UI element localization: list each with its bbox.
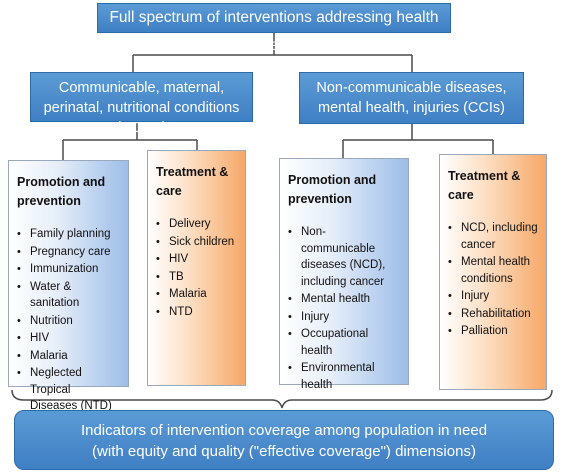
list-item: Injury <box>448 288 538 305</box>
list-item: Sick children <box>156 234 237 251</box>
list-item: Pregnancy care <box>17 244 120 261</box>
list-item: Malaria <box>17 348 120 365</box>
intervention-list: Family planning Pregnancy care Immunizat… <box>17 226 120 415</box>
list-item: Occupational health <box>288 326 400 359</box>
column-heading: Promotion and prevention <box>288 173 377 206</box>
list-item: Injury <box>288 309 400 326</box>
list-item: Nutrition <box>17 313 120 330</box>
cci-promotion-column: Promotion and prevention Non-communicabl… <box>279 158 409 391</box>
mdg-group-title: Communicable, maternal, perinatal, nutri… <box>43 80 240 136</box>
list-item: Neglected Tropical Diseases (NTD) <box>17 365 120 415</box>
list-item: NCD, including cancer <box>448 220 538 253</box>
list-item: Family planning <box>17 226 120 243</box>
list-item: Delivery <box>156 216 237 233</box>
list-item: Mental health conditions <box>448 254 538 287</box>
top-title-box: Full spectrum of interventions addressin… <box>97 3 451 54</box>
coverage-indicators-box: Indicators of intervention coverage amon… <box>14 410 554 470</box>
intervention-list: Non-communicable diseases (NCD), includi… <box>288 224 400 393</box>
cci-treatment-column: Treatment & care NCD, including cancer M… <box>439 154 547 390</box>
list-item: Palliation <box>448 323 538 340</box>
mdg-treatment-column: Treatment & care Delivery Sick children … <box>147 150 246 386</box>
list-item: Non-communicable diseases (NCD), includi… <box>288 224 400 290</box>
list-item: Environmental health <box>288 360 400 393</box>
intervention-list: NCD, including cancer Mental health cond… <box>448 220 538 340</box>
cci-group-box: Non-communicable diseases, mental health… <box>299 72 524 124</box>
cci-group-title: Non-communicable diseases, mental health… <box>316 80 507 116</box>
list-item: Mental health <box>288 291 400 308</box>
column-heading: Treatment & care <box>448 169 521 202</box>
list-item: TB <box>156 269 237 286</box>
coverage-line-2: (with equity and quality ("effective cov… <box>92 443 476 460</box>
list-item: Rehabilitation <box>448 306 538 323</box>
column-heading: Promotion and prevention <box>17 175 106 208</box>
mdg-promotion-column: Promotion and prevention Family planning… <box>8 160 129 412</box>
list-item: Water & sanitation <box>17 279 120 312</box>
mdg-group-box: Communicable, maternal, perinatal, nutri… <box>30 72 253 136</box>
list-item: Malaria <box>156 286 237 303</box>
list-item: HIV <box>17 330 120 347</box>
coverage-line-1: Indicators of intervention coverage amon… <box>80 422 488 439</box>
column-heading: Treatment & care <box>156 165 229 198</box>
intervention-list: Delivery Sick children HIV TB Malaria NT… <box>156 216 237 320</box>
list-item: NTD <box>156 304 237 321</box>
list-item: HIV <box>156 251 237 268</box>
list-item: Immunization <box>17 261 120 278</box>
top-title: Full spectrum of interventions addressin… <box>109 9 439 54</box>
